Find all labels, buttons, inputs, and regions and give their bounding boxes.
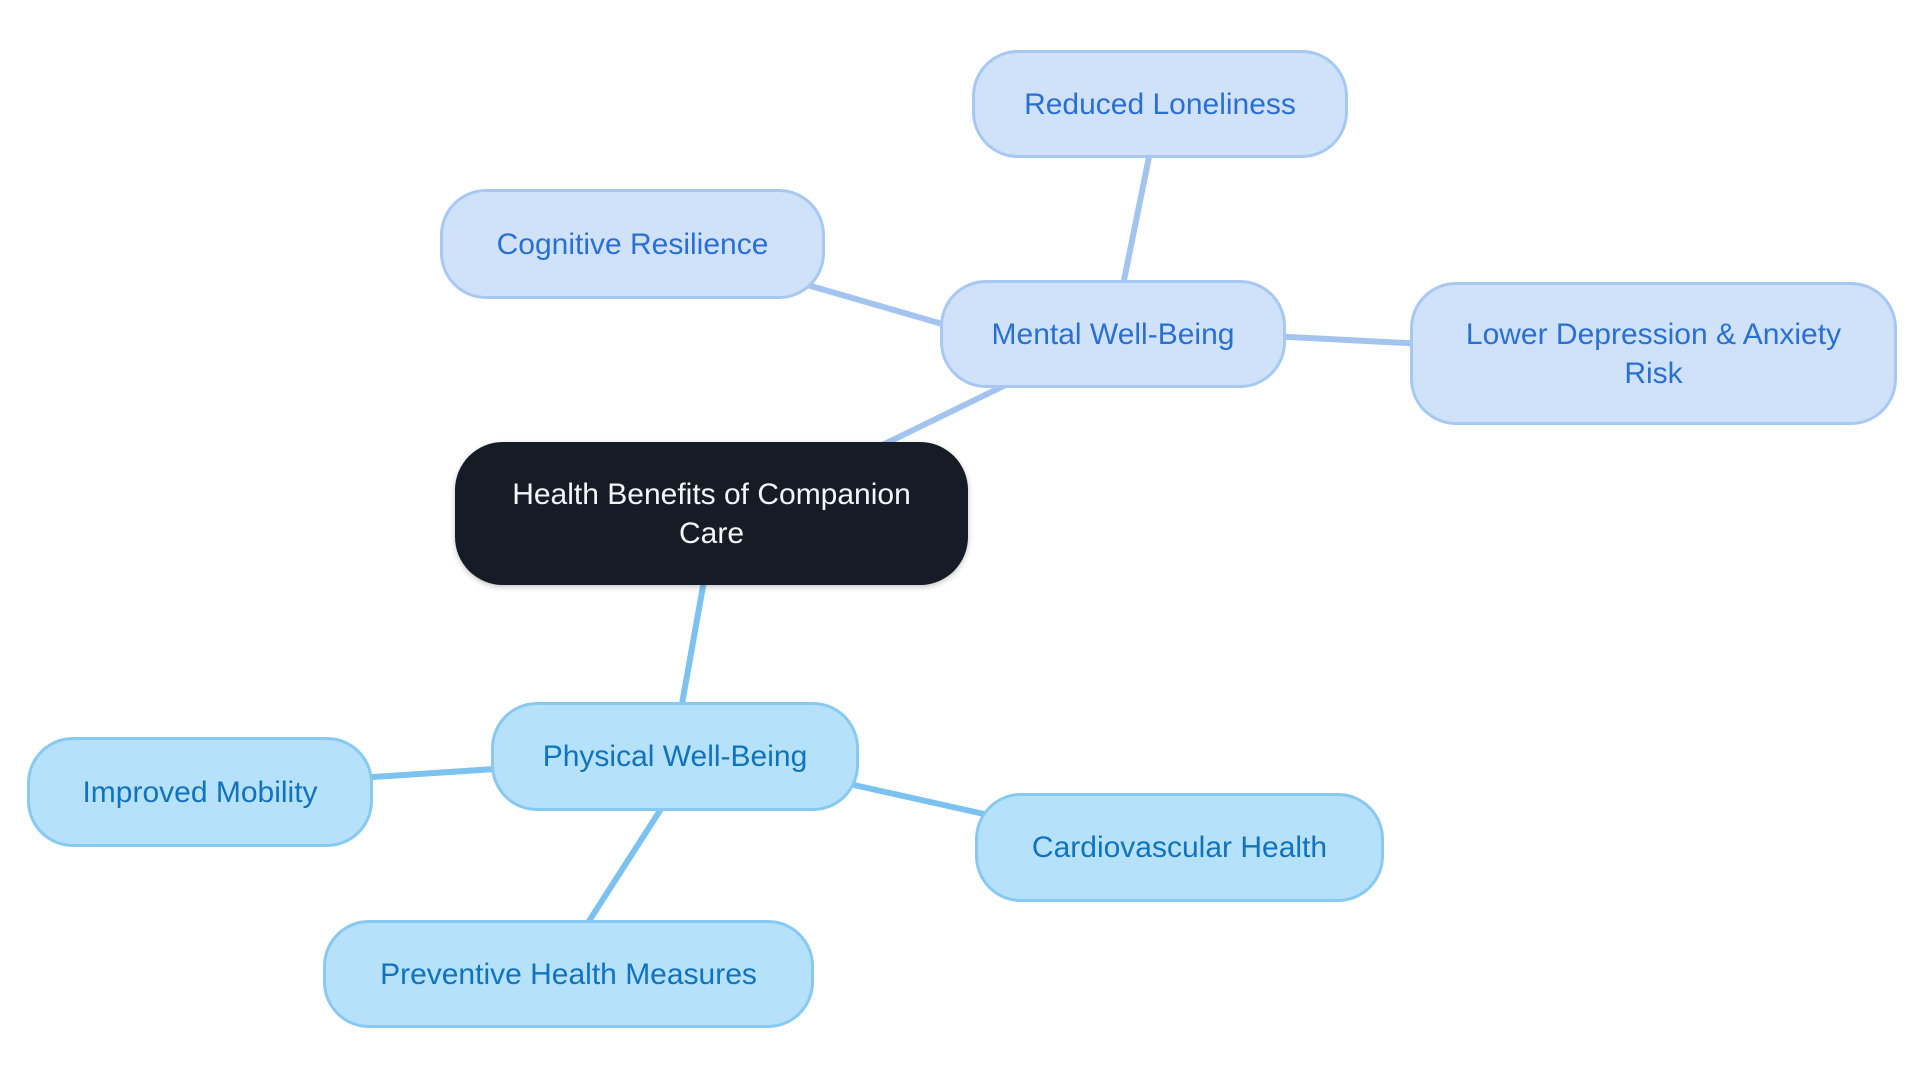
edge-mental-to-reduced-loneliness [1119,149,1153,293]
root-node-label: Health Benefits of Companion Care [512,477,911,550]
leaf-node-label: Lower Depression & Anxiety Risk [1465,317,1842,390]
edge-mental-to-lower-depression [1267,333,1428,347]
branch-node-mental-well-being[interactable]: Mental Well-Being [940,280,1286,388]
leaf-node-label: Preventive Health Measures [380,957,757,991]
edge-physical-to-cardiovascular [842,780,1005,821]
branch-node-label: Mental Well-Being [991,317,1235,351]
branch-node-physical-well-being[interactable]: Physical Well-Being [491,702,859,811]
leaf-node-reduced-loneliness[interactable]: Reduced Loneliness [972,50,1348,158]
leaf-node-label: Improved Mobility [82,775,318,809]
leaf-node-cardiovascular-health[interactable]: Cardiovascular Health [975,793,1384,902]
leaf-node-label: Cardiovascular Health [1031,831,1328,864]
leaf-node-improved-mobility[interactable]: Improved Mobility [27,737,373,847]
leaf-node-lower-depression-anxiety-risk[interactable]: Lower Depression & Anxiety Risk [1410,282,1897,425]
leaf-node-preventive-health-measures[interactable]: Preventive Health Measures [323,920,814,1028]
root-node-health-benefits[interactable]: Health Benefits of Companion Care [455,442,968,585]
edge-physical-to-improved-mobility [355,765,513,781]
leaf-node-cognitive-resilience[interactable]: Cognitive Resilience [440,189,825,299]
leaf-node-label: Cognitive Resilience [496,227,769,261]
edge-root-to-physical [677,572,708,718]
branch-node-label: Physical Well-Being [542,740,808,773]
edge-physical-to-preventive [579,795,671,935]
leaf-node-label: Reduced Loneliness [1024,87,1296,121]
